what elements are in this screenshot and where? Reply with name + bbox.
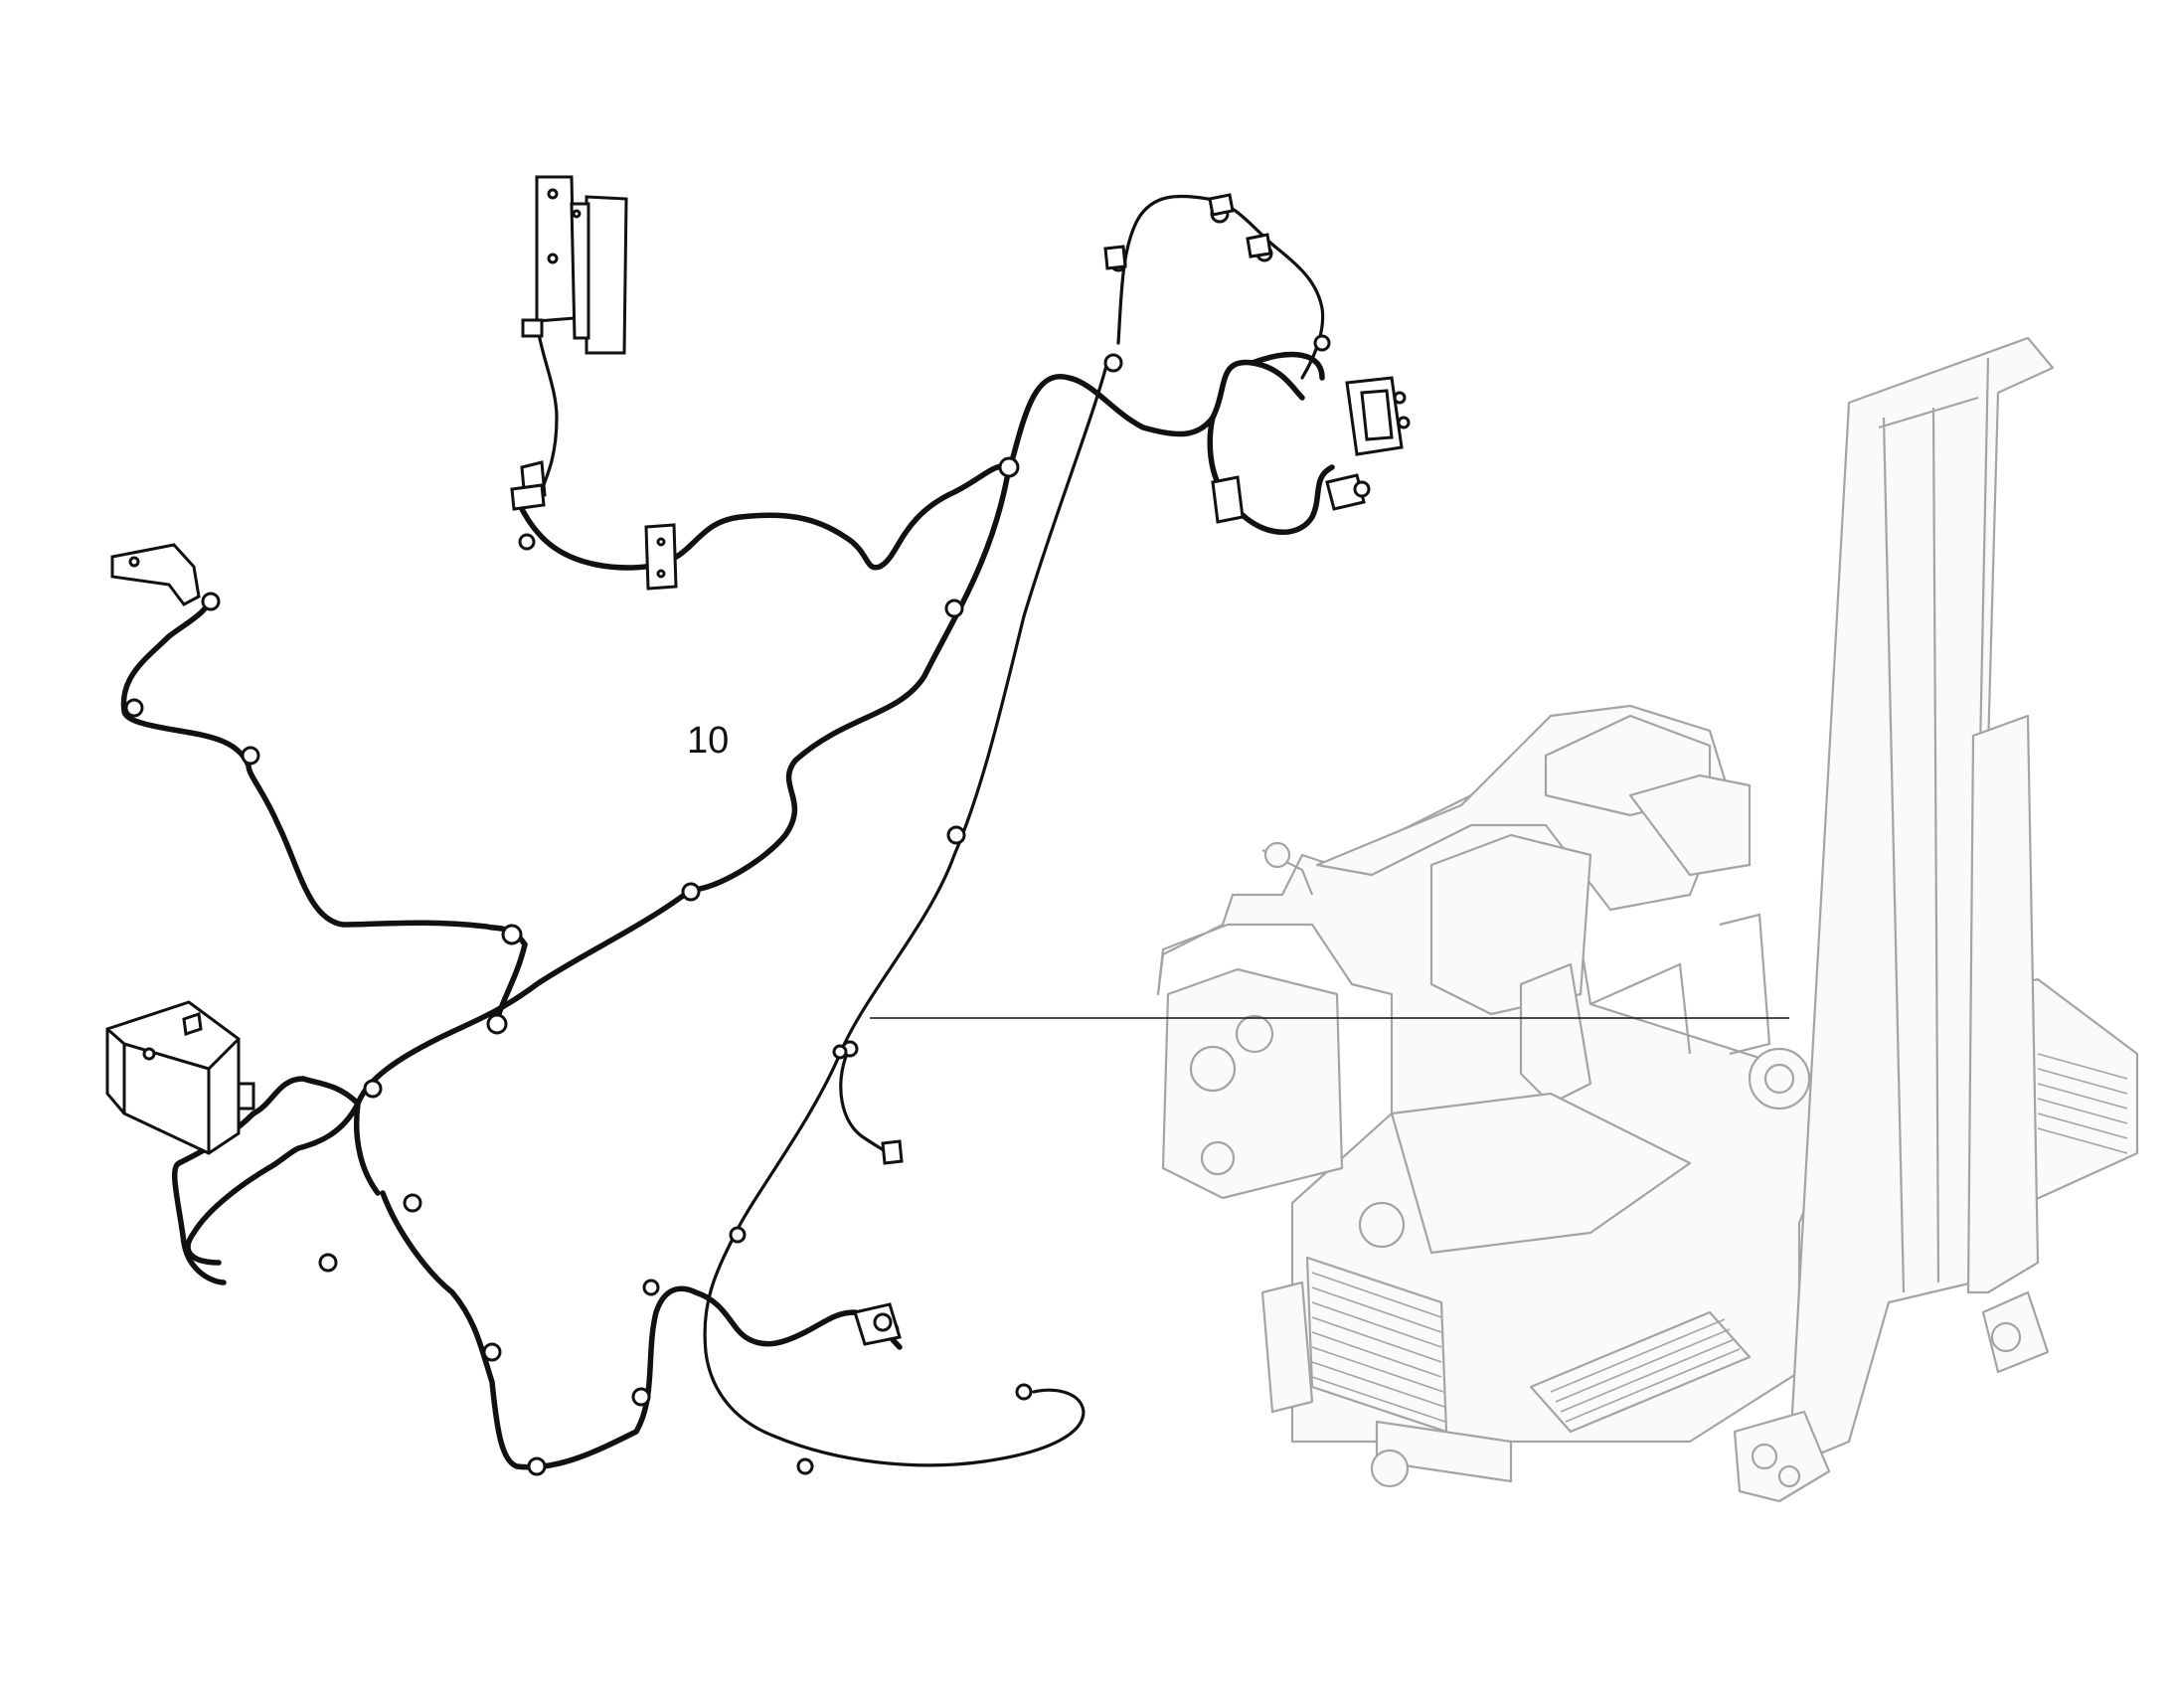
- connector-lower-right: [853, 1302, 902, 1346]
- control-box: [105, 1000, 255, 1155]
- top-mounting-bracket: [521, 175, 628, 355]
- left-bracket: [110, 543, 201, 606]
- callout-label-harness: 10: [687, 720, 730, 762]
- connector-top-loop: [1103, 193, 1272, 270]
- connector-plug-right: [1325, 473, 1371, 511]
- wiring-harness: [120, 194, 1335, 1470]
- machine-counterweight-left: [1161, 967, 1344, 1200]
- machine-illustration: [1156, 336, 2139, 1503]
- harness-clips: [124, 204, 1331, 1476]
- machine-platform: [1390, 1092, 1692, 1255]
- machine-seat: [1519, 962, 1592, 1106]
- connector-upper-left: [510, 460, 547, 511]
- connector-block-right: [1345, 376, 1411, 456]
- plate-connector: [644, 523, 678, 591]
- connector-mid-right: [1211, 475, 1245, 524]
- connector-center-small: [881, 1139, 904, 1165]
